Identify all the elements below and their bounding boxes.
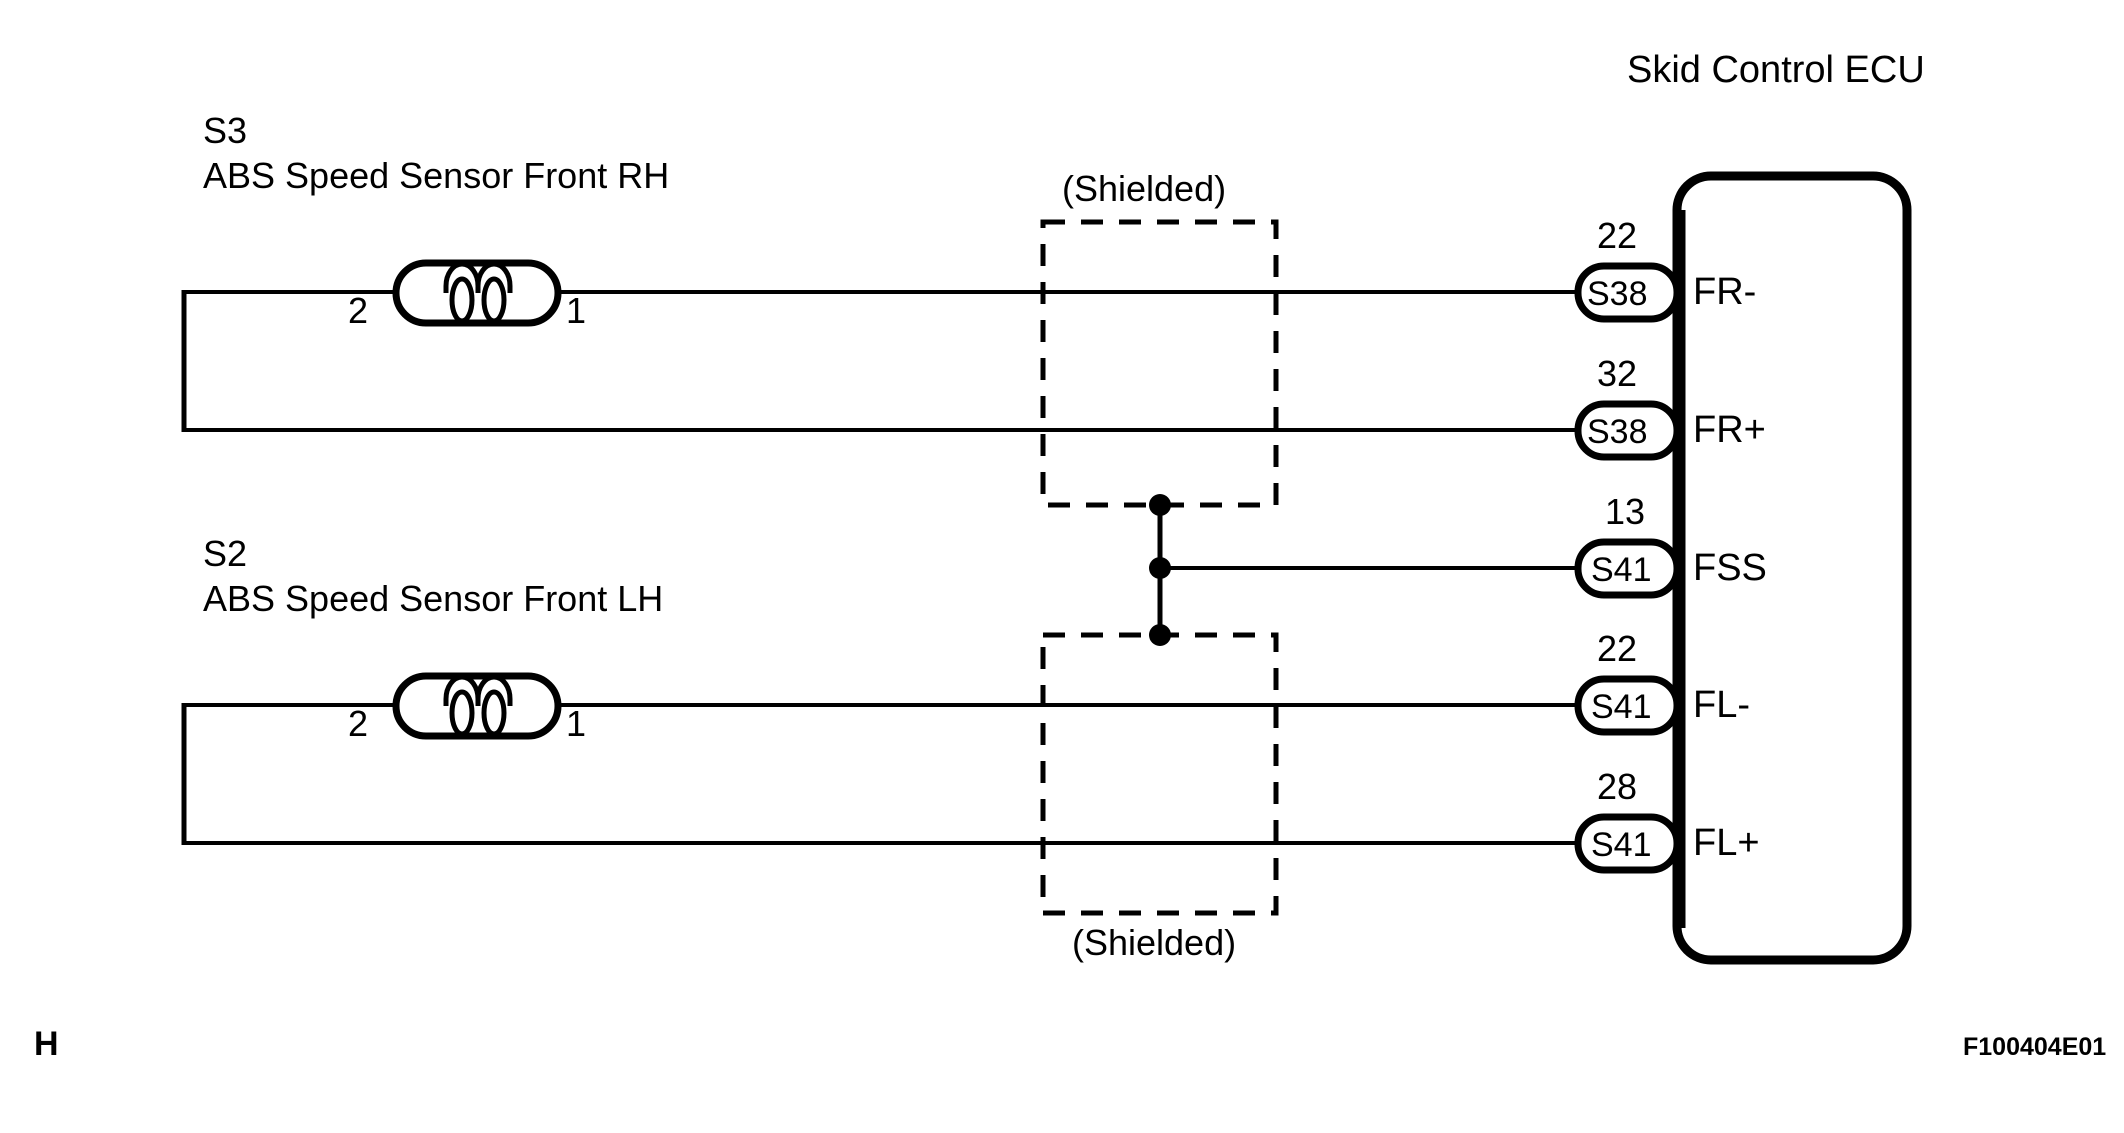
shield-box-bottom — [1040, 632, 1279, 916]
shield-label-top: (Shielded) — [1062, 168, 1227, 209]
sensor-s3-name: ABS Speed Sensor Front RH — [203, 155, 670, 196]
pin-number-2: 13 — [1605, 491, 1646, 532]
sensor-s2-terminal-2: 2 — [348, 703, 369, 744]
pin-number-0: 22 — [1597, 215, 1638, 256]
ecu-title: Skid Control ECU — [1627, 49, 1925, 91]
junction-dot-fss — [1149, 557, 1171, 579]
sensor-s2-id: S2 — [203, 533, 248, 574]
shield-box-top — [1040, 219, 1279, 508]
pin-number-1: 32 — [1597, 353, 1638, 394]
pin-number-4: 28 — [1597, 766, 1638, 807]
pin-connector-1: S38 — [1587, 413, 1648, 451]
shield-label-bottom: (Shielded) — [1072, 922, 1237, 963]
figure-code: F100404E01 — [1963, 1033, 2107, 1061]
pin-number-3: 22 — [1597, 628, 1638, 669]
pin-connector-3: S41 — [1591, 688, 1652, 726]
junction-dot-shield-bottom — [1149, 624, 1171, 646]
pin-signal-2: FSS — [1693, 547, 1767, 589]
pin-connector-0: S38 — [1587, 275, 1648, 313]
sensor-s3-terminal-1: 1 — [566, 290, 587, 331]
page-marker: H — [34, 1025, 59, 1063]
junction-dot-shield-top — [1149, 494, 1171, 516]
sensor-s2-name: ABS Speed Sensor Front LH — [203, 578, 664, 619]
sensor-s3-id: S3 — [203, 110, 248, 151]
sensor-s2-terminal-1: 1 — [566, 703, 587, 744]
pin-signal-1: FR+ — [1693, 409, 1766, 451]
pin-connector-4: S41 — [1591, 826, 1652, 864]
pin-signal-4: FL+ — [1693, 822, 1760, 864]
sensor-s3-coil-icon — [443, 261, 513, 324]
pin-signal-0: FR- — [1693, 271, 1757, 313]
pin-signal-3: FL- — [1693, 684, 1750, 726]
sensor-s2-coil-icon — [443, 674, 513, 737]
sensor-s3-terminal-2: 2 — [348, 290, 369, 331]
pin-connector-2: S41 — [1591, 551, 1652, 589]
